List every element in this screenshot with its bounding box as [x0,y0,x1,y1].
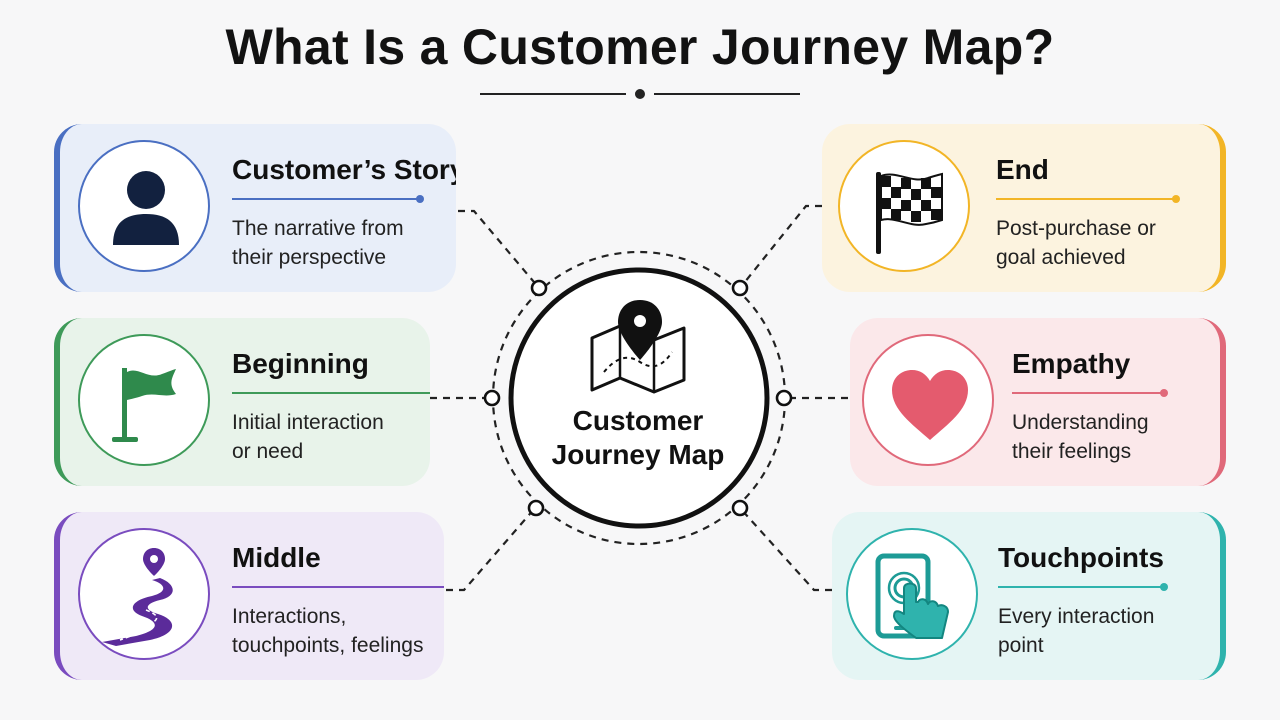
card-description-line: Every interaction [998,605,1155,628]
card-description: Interactions, touchpoints, feelings [232,602,423,660]
hub-node [731,279,749,297]
card-title: End [996,154,1049,185]
hub-node [527,499,545,517]
card-title: Touchpoints [998,542,1164,573]
page-title: What Is a Customer Journey Map? [225,19,1055,75]
card-title-rule [1012,389,1168,397]
map-pin-icon [590,300,686,394]
card-title-rule [996,195,1180,203]
card-customers-story: Customer’s Story The narrative from thei… [54,124,456,292]
card-description-line: their perspective [232,246,387,269]
card-title: Beginning [232,348,369,379]
card-description-line: touchpoints, feelings [232,634,424,657]
icon-badge [846,528,978,660]
card-description: Post-purchase or goal achieved [996,214,1156,272]
hub-label-line1: Customer [572,405,704,436]
hub-circle [508,267,770,529]
icon-badge [838,140,970,272]
connector-end [739,204,822,289]
card-description: The narrative from their perspective [232,214,404,272]
card-description: Every interaction point [998,602,1154,660]
card-empathy: Empathy Understanding their feelings [850,318,1226,486]
tablet-tap-icon [875,553,949,639]
icon-badge [78,140,210,272]
card-title-rule [998,583,1168,591]
flag-icon [112,368,176,442]
card-title: Middle [232,542,321,573]
card-description-line: Initial interaction [232,411,384,434]
checkered-flag-icon [876,172,943,254]
connector-middle [446,507,536,592]
connector-story [458,209,540,289]
hub-node [775,389,793,407]
card-beginning: Beginning Initial interaction or need [54,318,430,486]
icon-badge [78,528,210,660]
card-title-rule [232,195,424,203]
card-title: Empathy [1012,348,1131,379]
card-description-line: or need [232,440,304,463]
heart-icon [892,370,968,440]
card-title: Customer’s Story [232,154,456,185]
card-title-rule [232,392,430,394]
hub-node [483,389,501,407]
card-title-rule [232,586,444,588]
hub-label: Customer Journey Map [540,404,736,472]
title-divider [480,89,800,99]
winding-road-icon [102,548,173,646]
card-description-line: their feelings [1012,440,1132,463]
icon-badge [78,334,210,466]
card-description-line: goal achieved [996,246,1126,269]
person-icon [113,171,179,245]
card-touchpoints: Touchpoints Every interaction point [832,512,1226,680]
card-end: End Post-purchase or goal achieved [822,124,1226,292]
card-description-line: Post-purchase or [996,217,1156,240]
card-description-line: point [998,634,1044,657]
card-middle: Middle Interactions, touchpoints, feelin… [54,512,444,680]
hub-node [731,499,749,517]
hub-node [530,279,548,297]
icon-badge [862,334,994,466]
card-description-line: Interactions, [232,605,347,628]
card-description: Understanding their feelings [1012,408,1149,466]
hub-outer-dashed-ring [491,250,787,546]
card-description: Initial interaction or need [232,408,384,466]
connector-touchpoints [739,507,832,592]
hub-label-line2: Journey Map [551,439,725,470]
card-description-line: The narrative from [232,217,404,240]
card-description-line: Understanding [1012,411,1149,434]
